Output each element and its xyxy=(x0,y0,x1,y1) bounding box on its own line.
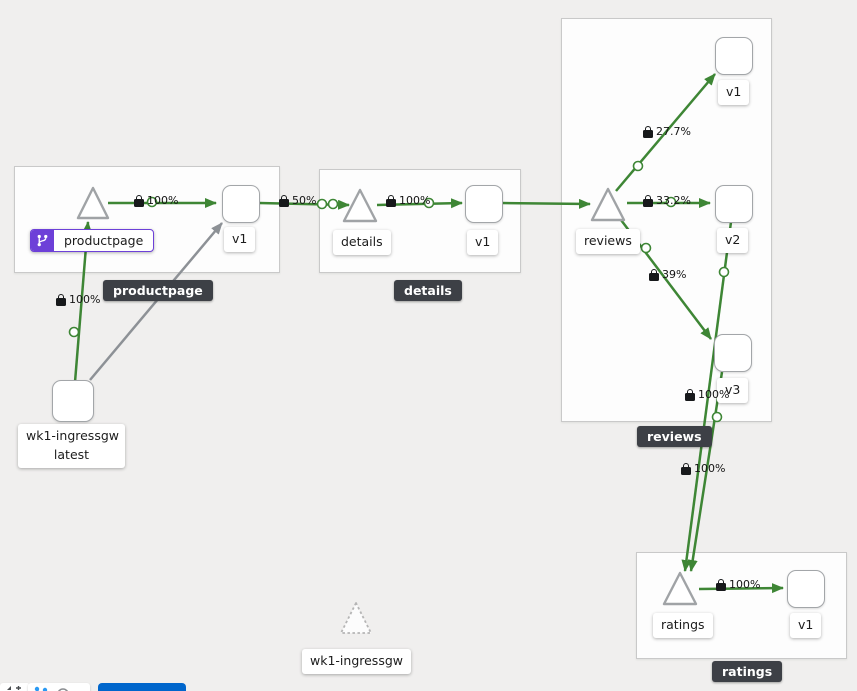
edge-label-reviews-to-v2: 33.2% xyxy=(643,194,691,207)
service-node-reviews[interactable] xyxy=(590,187,626,222)
workload-node-ratings-v1[interactable] xyxy=(787,570,825,608)
workload-node-reviews-v2[interactable] xyxy=(715,185,753,223)
edge-label-productpage-v1-to-details: 50% xyxy=(279,194,316,207)
edge-label-productpage-to-v1: 100% xyxy=(134,194,178,207)
mtls-lock-icon xyxy=(716,578,726,591)
edge-ingress-to-productpage-v1-idle[interactable] xyxy=(89,222,223,381)
group-badge-productpage[interactable]: productpage xyxy=(103,280,213,301)
ingress-workload-version: latest xyxy=(53,446,90,462)
node-label-ratings-service[interactable]: ratings xyxy=(653,613,713,638)
node-label-details-v1[interactable]: v1 xyxy=(467,230,499,255)
edge-label-ratings-to-v1: 100% xyxy=(716,578,760,591)
edge-label-ingress-to-productpage: 100% xyxy=(56,293,100,306)
group-badge-reviews[interactable]: reviews xyxy=(637,426,712,447)
service-node-productpage[interactable] xyxy=(76,186,110,220)
group-badge-ratings[interactable]: ratings xyxy=(712,661,783,682)
layout-circle-icon xyxy=(58,688,68,691)
node-label-ingress-workload[interactable]: wk1-ingressgw latest xyxy=(18,424,125,468)
workload-node-details-v1[interactable] xyxy=(465,185,503,223)
edge-label-reviews-v2-to-ratings: 100% xyxy=(685,388,729,401)
mtls-lock-icon xyxy=(685,388,695,401)
workload-node-reviews-v1[interactable] xyxy=(715,37,753,75)
node-label-details-service[interactable]: details xyxy=(333,230,391,255)
workload-node-reviews-v3[interactable] xyxy=(714,334,752,372)
edge-ratings-to-v1[interactable] xyxy=(698,583,784,594)
node-label-ingress-service[interactable]: wk1-ingressgw xyxy=(302,649,411,674)
node-label-productpage-service[interactable]: productpage xyxy=(30,229,155,252)
node-label-reviews-service[interactable]: reviews xyxy=(576,229,640,254)
service-node-details[interactable] xyxy=(342,188,378,223)
zoom-icons xyxy=(7,686,21,690)
mtls-lock-icon xyxy=(681,462,691,475)
edge-reviews-v3-to-ratings[interactable] xyxy=(687,371,724,572)
workload-node-ingressgw[interactable] xyxy=(52,380,94,422)
group-badge-details[interactable]: details xyxy=(394,280,462,301)
service-node-ingress-idle[interactable] xyxy=(340,602,372,634)
edge-reviews-v2-to-ratings[interactable] xyxy=(681,221,733,572)
mtls-lock-icon xyxy=(649,268,659,281)
node-label-reviews-v2[interactable]: v2 xyxy=(717,228,749,253)
node-label-text: productpage xyxy=(64,233,144,248)
edge-label-reviews-v3-to-ratings: 100% xyxy=(681,462,725,475)
edge-reviews-to-v1[interactable] xyxy=(615,73,716,192)
legend-button[interactable]: Legend xyxy=(98,683,186,691)
node-label-ratings-v1[interactable]: v1 xyxy=(790,613,822,638)
zoom-controls[interactable] xyxy=(0,683,30,691)
virtual-service-icon xyxy=(31,230,54,251)
ingress-workload-name: wk1-ingressgw xyxy=(26,428,119,443)
edge-details-v1-to-reviews[interactable] xyxy=(501,198,591,209)
mtls-lock-icon xyxy=(279,194,289,207)
node-label-reviews-v1[interactable]: v1 xyxy=(718,80,750,105)
node-label-productpage-v1[interactable]: v1 xyxy=(224,227,256,252)
mtls-lock-icon xyxy=(643,125,653,138)
graph-layout-icon xyxy=(34,686,48,691)
edge-label-reviews-to-v1: 27.7% xyxy=(643,125,691,138)
workload-node-productpage-v1[interactable] xyxy=(222,185,260,223)
graph-display-controls[interactable] xyxy=(28,683,90,691)
edge-waypoint-circles xyxy=(68,160,730,423)
service-node-ratings[interactable] xyxy=(662,571,698,606)
node-label-reviews-v3[interactable]: v3 xyxy=(717,378,749,403)
mtls-lock-icon xyxy=(643,194,653,207)
edge-label-reviews-to-v3: 39% xyxy=(649,268,686,281)
mtls-lock-icon xyxy=(56,293,66,306)
edge-label-details-to-v1: 100% xyxy=(386,194,430,207)
mtls-lock-icon xyxy=(386,194,396,207)
mtls-lock-icon xyxy=(134,194,144,207)
